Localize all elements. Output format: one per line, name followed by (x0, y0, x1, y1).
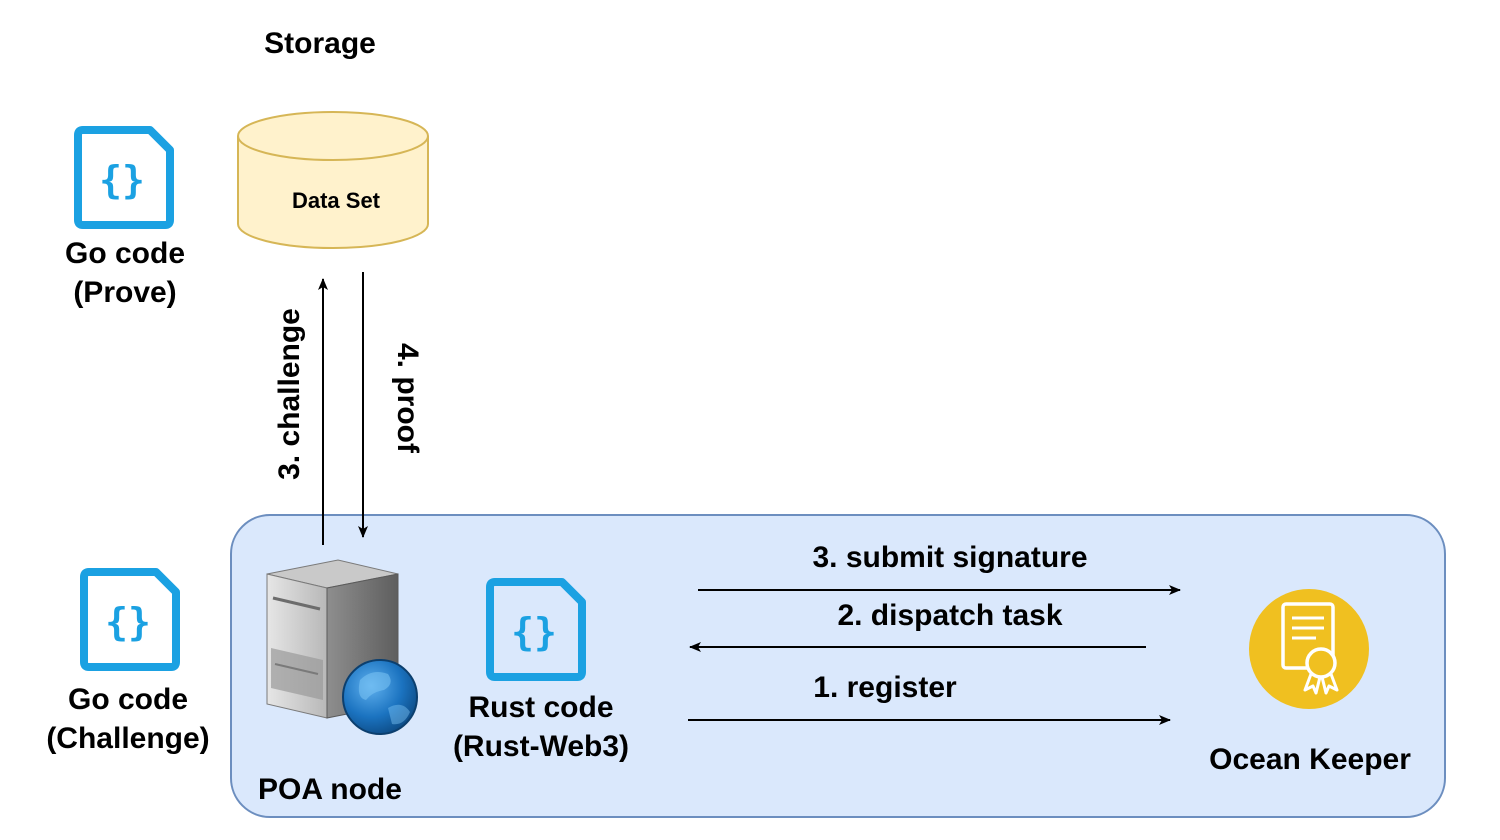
certificate-icon[interactable] (1249, 589, 1369, 709)
go-prove-line2: (Prove) (73, 276, 177, 309)
svg-text:{}: {} (511, 610, 557, 654)
go-challenge-line1: Go code (67, 683, 188, 716)
rust-code-line1: Rust code (468, 691, 614, 724)
code-file-icon: {} (74, 126, 174, 229)
go-prove-label: Go code (Prove) (40, 234, 210, 312)
storage-title: Storage (264, 27, 376, 60)
go-challenge-line2: (Challenge) (46, 722, 210, 755)
server-globe-icon[interactable] (266, 559, 418, 735)
rust-code-line2: (Rust-Web3) (452, 730, 630, 763)
code-file-icon: {} (486, 578, 586, 681)
svg-text:{}: {} (99, 158, 145, 202)
proof-edge-label: 4. proof (391, 343, 424, 453)
go-challenge-label: Go code (Challenge) (30, 680, 226, 758)
rust-code-label: Rust code (Rust-Web3) (436, 688, 646, 766)
register-edge-label: 1. register (813, 671, 957, 704)
dispatch-task-edge-label: 2. dispatch task (837, 599, 1063, 632)
svg-text:{}: {} (105, 600, 151, 644)
code-file-icon: {} (80, 568, 180, 671)
challenge-edge-label: 3. challenge (273, 308, 306, 480)
poa-panel (230, 514, 1446, 818)
poa-node-label: POA node (258, 773, 402, 806)
ocean-keeper-label: Ocean Keeper (1209, 743, 1411, 776)
dataset-cylinder[interactable] (237, 111, 429, 249)
go-prove-line1: Go code (64, 237, 185, 270)
submit-signature-edge-label: 3. submit signature (812, 541, 1088, 574)
dataset-label: Data Set (291, 188, 381, 213)
